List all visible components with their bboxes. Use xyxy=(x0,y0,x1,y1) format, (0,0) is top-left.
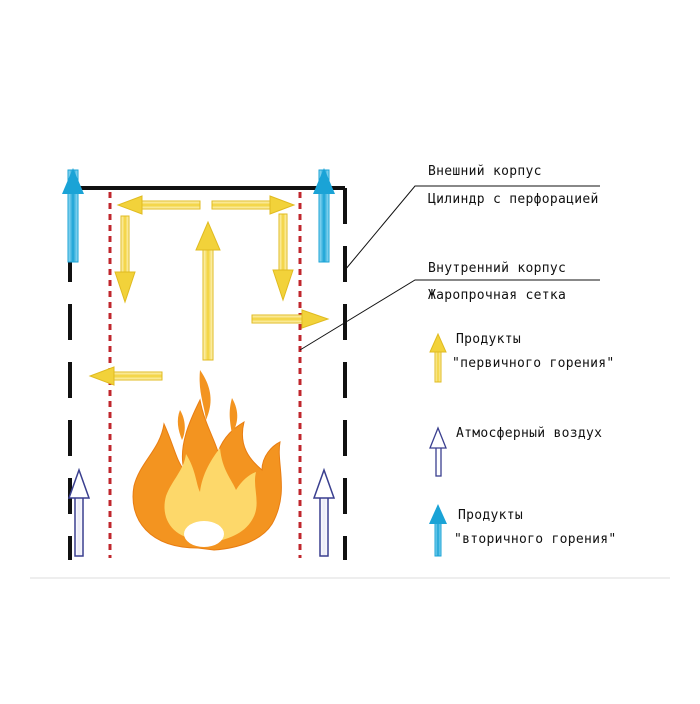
legend-secondary-line2: "вторичного горения" xyxy=(454,532,617,547)
label-heat-mesh: Жаропрочная сетка xyxy=(428,288,567,303)
primary-arrow-left-down xyxy=(114,215,136,304)
callout-inner xyxy=(299,279,600,351)
label-perforated-cylinder: Цилиндр с перфорацией xyxy=(428,192,599,207)
air-arrow-right xyxy=(312,467,336,557)
primary-arrow-top-right xyxy=(211,195,296,215)
flame-icon xyxy=(132,370,282,551)
legend-secondary-line1: Продукты xyxy=(458,508,524,523)
primary-arrow-right-down xyxy=(272,213,294,302)
callout-outer xyxy=(344,185,600,271)
callout-lines xyxy=(299,185,600,351)
label-inner-body: Внутренний корпус xyxy=(428,261,567,276)
legend-primary-arrow-icon xyxy=(429,332,447,383)
legend-secondary-arrow-icon xyxy=(429,504,447,557)
secondary-arrow-left xyxy=(62,168,84,263)
inner-mesh xyxy=(108,192,302,558)
legend-air-label: Атмосферный воздух xyxy=(456,426,603,441)
air-arrow-left xyxy=(67,467,91,557)
secondary-arrow-right xyxy=(313,168,335,263)
label-outer-body: Внешний корпус xyxy=(428,164,542,179)
primary-arrow-mid-left xyxy=(88,366,163,386)
primary-arrow-mid-right xyxy=(251,309,330,329)
primary-arrow-center-up xyxy=(195,220,221,361)
primary-arrow-top-left xyxy=(116,195,201,215)
legend-primary-line2: "первичного горения" xyxy=(452,356,615,371)
legend-air-arrow-icon xyxy=(429,426,447,477)
legend-primary-line1: Продукты xyxy=(456,332,522,347)
primary-arrows xyxy=(88,195,330,386)
